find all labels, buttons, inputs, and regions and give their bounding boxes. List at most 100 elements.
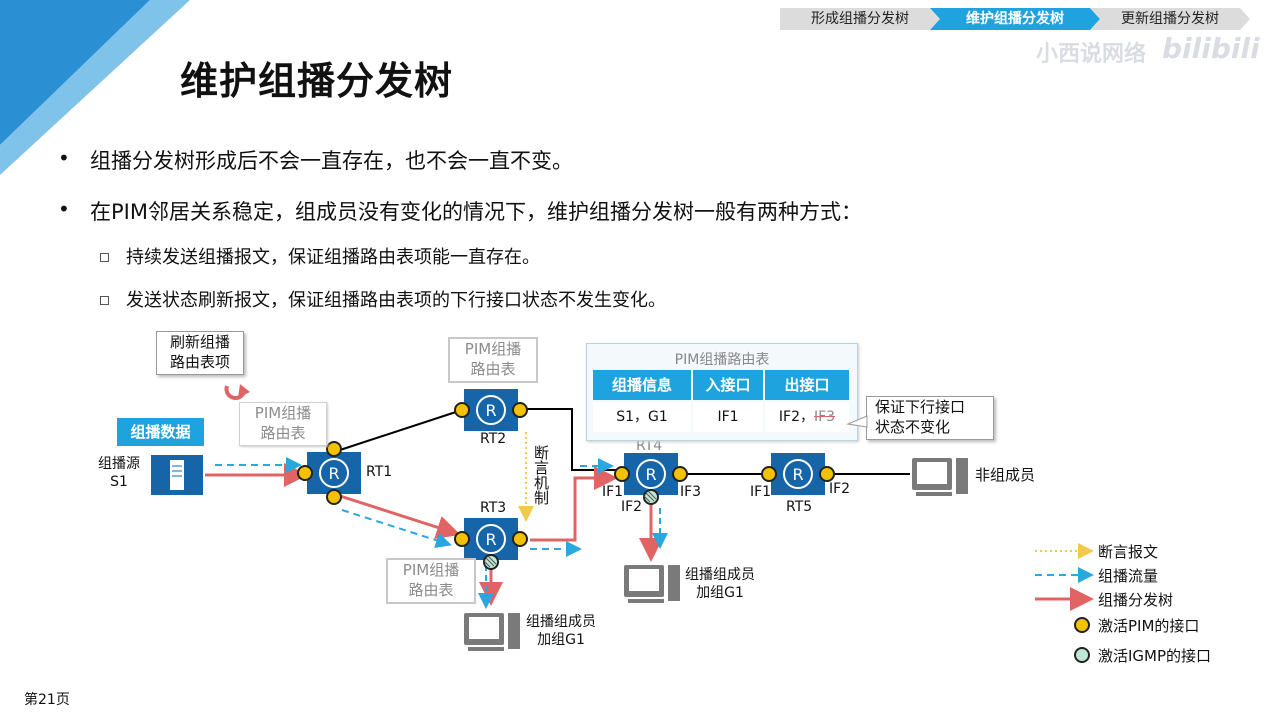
refresh-box-line2: 路由表项 (169, 353, 230, 371)
refresh-box-line1: 刷新组播 (169, 333, 230, 351)
svg-text:R: R (792, 465, 803, 484)
routing-table-label-line2: 路由表 (470, 360, 516, 378)
pim-interface (326, 441, 342, 457)
table-cell-out: IF2，IF3 (765, 402, 849, 432)
legend-assert: 断言报文 (1098, 543, 1159, 561)
breadcrumb-step-update[interactable]: 更新组播分发树 (1090, 8, 1250, 30)
router-rt3: R (464, 518, 518, 560)
watermark-bilibili: bilibili (1162, 32, 1260, 65)
if-label-rt4-if2: IF2 (621, 499, 643, 515)
legend-traffic: 组播流量 (1098, 567, 1159, 585)
pim-routing-table-caption: PIM组播路由表 (674, 352, 770, 368)
breadcrumb-step-maintain[interactable]: 维护组播分发树 (930, 8, 1100, 30)
breadcrumb-step-form[interactable]: 形成组播分发树 (780, 8, 940, 30)
member-label-rt4-line2: 加组G1 (696, 585, 744, 601)
non-member-label: 非组成员 (975, 466, 1036, 484)
callout-line1: 保证下行接口 (875, 398, 966, 416)
tree-rt1-rt3 (339, 494, 461, 539)
routing-table-label-line1: PIM组播 (402, 561, 460, 579)
svg-text:R: R (485, 530, 496, 549)
breadcrumb-step-form-label: 形成组播分发树 (811, 11, 909, 27)
source-label: 组播源 S1 (94, 455, 144, 491)
legend-igmp-interface: 激活IGMP的接口 (1098, 647, 1212, 665)
routing-table-label-rt3: PIM组播 路由表 (386, 558, 476, 604)
bullet-1: 组播分发树形成后不会一直存在，也不会一直不变。 (90, 149, 573, 173)
pim-interface (454, 531, 470, 547)
router-rt1: R (307, 452, 361, 494)
if-label-rt4-if3: IF3 (680, 484, 702, 500)
legend-pim-interface: 激活PIM的接口 (1098, 617, 1200, 635)
refresh-entry-box: 刷新组播 路由表项 (156, 331, 244, 375)
breadcrumb-step-update-label: 更新组播分发树 (1121, 11, 1219, 27)
pim-interface (326, 489, 342, 505)
sub-bullet-marker (100, 296, 109, 305)
table-header-group: 组播信息 (593, 370, 691, 400)
svg-text:R: R (645, 465, 656, 484)
table-cell-in: IF1 (693, 402, 763, 432)
legend-tree: 组播分发树 (1098, 591, 1174, 609)
member-label-rt3-line2: 加组G1 (537, 632, 585, 648)
callout-line2: 状态不变化 (875, 418, 951, 436)
pim-interface (761, 466, 777, 482)
link-rt1-rt2 (339, 409, 463, 451)
router-label-rt5: RT5 (786, 499, 813, 515)
breadcrumb-step-maintain-label: 维护组播分发树 (966, 11, 1064, 27)
routing-table-label-line1: PIM组播 (254, 404, 312, 422)
pim-interface (614, 466, 630, 482)
routing-table-label-line2: 路由表 (260, 424, 306, 442)
corner-decoration (0, 0, 190, 175)
svg-text:R: R (328, 464, 339, 483)
table-cell-group: S1，G1 (593, 402, 691, 432)
igmp-interface (483, 554, 499, 570)
router-label-rt1: RT1 (366, 464, 393, 480)
pc-icon-rt4-member (624, 565, 680, 603)
if-label-rt5-if1: IF1 (750, 484, 772, 500)
router-rt4: R (624, 453, 678, 495)
bullet-dot: • (58, 146, 70, 170)
router-rt2: R (464, 389, 518, 431)
page-number: 第21页 (24, 692, 70, 708)
igmp-interface (643, 489, 659, 505)
source-label-line1: 组播源 (98, 456, 140, 472)
table-cell-out-if2: IF2， (778, 409, 814, 425)
traffic-rt1-rt3 (341, 509, 452, 548)
callout-pointer (846, 415, 868, 428)
routing-table-label-line2: 路由表 (408, 581, 454, 599)
multicast-data-badge: 组播数据 (117, 418, 204, 446)
assert-mechanism-label: 断言机制 (532, 445, 550, 505)
source-label-line2: S1 (110, 474, 128, 490)
svg-text:R: R (485, 401, 496, 420)
pim-interface (512, 531, 528, 547)
member-label-rt3-line1: 组播组成员 (526, 614, 596, 630)
table-cell-out-if3: IF3 (814, 409, 836, 425)
if-label-rt4-if1: IF1 (602, 484, 624, 500)
routing-table-label-rt1: PIM组播 路由表 (239, 402, 327, 446)
pim-interface (297, 465, 313, 481)
watermark-channel: 小西说网络 (1036, 42, 1147, 67)
pc-icon-rt3-member (464, 613, 520, 651)
member-label-rt3: 组播组成员 加组G1 (526, 613, 596, 649)
member-label-rt4-line1: 组播组成员 (685, 567, 755, 583)
table-header-in: 入接口 (693, 370, 763, 400)
pim-interface (454, 402, 470, 418)
routing-table-label-line1: PIM组播 (464, 340, 522, 358)
pc-icon-non-member (912, 458, 968, 496)
routing-table-label-rt2: PIM组播 路由表 (448, 337, 538, 383)
bullet-dot: • (58, 197, 70, 221)
page-title: 维护组播分发树 (180, 59, 454, 103)
source-server-icon (151, 455, 203, 495)
pim-interface (512, 402, 528, 418)
table-header-out: 出接口 (765, 370, 849, 400)
router-label-rt4: RT4 (636, 438, 663, 454)
router-label-rt2: RT2 (480, 431, 507, 447)
if-label-rt5-if2: IF2 (829, 481, 851, 497)
router-label-rt3: RT3 (480, 500, 507, 516)
pim-interface (819, 466, 835, 482)
router-rt5: R (771, 453, 825, 495)
sub-bullet-2: 发送状态刷新报文，保证组播路由表项的下行接口状态不发生变化。 (126, 290, 666, 311)
sub-bullet-1: 持续发送组播报文，保证组播路由表项能一直存在。 (126, 247, 540, 268)
sub-bullet-marker (100, 253, 109, 262)
keep-state-callout: 保证下行接口 状态不变化 (866, 396, 994, 440)
tree-rt3-rt4 (530, 466, 618, 542)
